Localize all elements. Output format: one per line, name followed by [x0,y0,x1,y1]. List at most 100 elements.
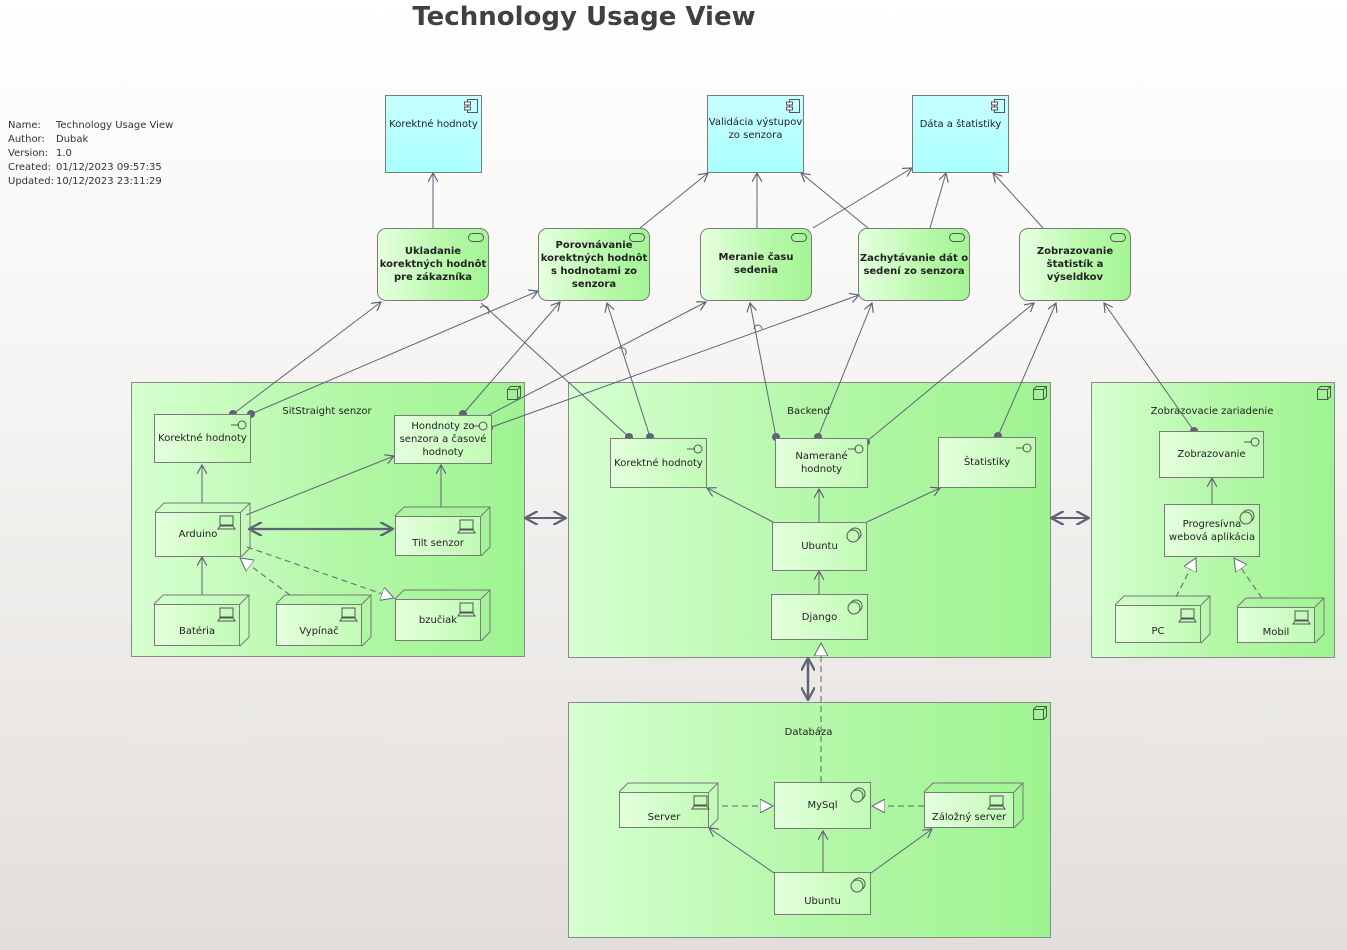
edge-arduino-to-buzzer [246,546,394,598]
service-label: Korektné hodnoty [389,119,478,130]
node-icon [1033,706,1047,720]
function-icon [791,233,807,242]
component-label: Namerané hodnoty [795,451,848,475]
line-hop [479,305,490,315]
node-buzzer[interactable]: bzučiak [395,599,481,641]
sensor-correct-values[interactable]: Korektné hodnoty [154,414,251,463]
group-label-database: Databáza [784,727,833,738]
function-label: Zobrazovanie štatistík a výseldkov [1036,246,1114,283]
function-icon [468,233,484,242]
node-server[interactable]: Server [619,792,709,828]
service-correct-values[interactable]: Korektné hodnoty [385,95,482,173]
service-data-statistics[interactable]: Dáta a štatistiky [912,95,1009,173]
group-label-backend: Backend [787,406,830,417]
backend-measured-values[interactable]: Namerané hodnoty [775,438,868,488]
meta-value-author: Dubak [56,134,89,145]
edge-switch-to-arduino [240,558,291,596]
sensor-values-time[interactable]: Hondnoty zo senzora a časové hodnoty [394,415,492,464]
function-capture-sensor-data[interactable]: Zachytávanie dát o sedení zo senzora [858,228,970,301]
function-icon [629,233,645,242]
service-sensor-validation[interactable]: Validácia výstupov zo senzora [707,95,804,173]
edge-compare-to-validation [639,173,708,229]
meta-value-updated: 10/12/2023 23:11:29 [56,176,162,187]
meta-key-author: Author: [8,134,45,145]
group-label-display: Zobrazovacie zariadenie [1150,406,1274,417]
component-icon [991,99,1005,113]
backend-ubuntu[interactable]: Ubuntu [772,522,867,571]
backend-correct-values[interactable]: Korektné hodnoty [610,438,707,488]
node-switch[interactable]: Vypínač [276,604,362,646]
edge-backend-measured-to-show [865,303,1034,443]
edge-ubuntu-to-stats [866,488,940,523]
node-mysql[interactable]: MySql [774,782,871,829]
component-icon [786,99,800,113]
edge-backend-correct-to-compare [607,303,651,438]
backend-statistics[interactable]: Štatistiky [938,437,1036,488]
edge-capture-to-validation [801,173,869,229]
component-icon [464,99,478,113]
service-label: Validácia výstupov zo senzora [708,117,803,141]
component-label: Hondnoty zo senzora a časové hodnoty [399,421,487,458]
function-measure-sitting-time[interactable]: Meranie času sedenia [700,228,812,301]
node-pc[interactable]: PC [1115,605,1201,643]
node-arduino[interactable]: Arduino [155,512,241,557]
node-label: Server [647,811,681,823]
function-save-correct-values[interactable]: Ukladanie korektných hodnôt pre zákazník… [377,228,489,301]
node-battery[interactable]: Batéria [154,604,240,646]
function-label: Zachytávanie dát o sedení zo senzora [859,252,969,277]
edge-arduino-to-values [245,456,394,516]
diagram-metadata: Name:Technology Usage View Author:Dubak … [8,119,173,189]
edge-dbubuntu-to-backup [870,829,932,874]
edge-show-to-stats [993,173,1044,229]
line-hop [618,347,627,356]
service-label: Dáta a štatistiky [919,119,1002,130]
component-label: Korektné hodnoty [614,457,703,469]
component-label: Zobrazovanie [1177,449,1246,460]
component-label: Korektné hodnoty [158,433,247,444]
function-show-statistics[interactable]: Zobrazovanie štatistík a výseldkov [1019,228,1131,301]
node-label: bzučiak [418,614,458,626]
meta-key-created: Created: [8,162,51,173]
meta-key-name: Name: [8,120,41,131]
node-icon [1033,386,1047,400]
node-label: Tilt senzor [412,537,464,549]
system-software-icon [850,787,866,803]
function-label: Ukladanie korektných hodnôt pre zákazník… [379,246,487,283]
function-icon [1110,233,1126,242]
interface-icon [1244,437,1260,447]
node-progressive-web-app[interactable]: Progresívna webová aplikácia [1164,504,1260,557]
node-label: Záložný server [931,811,1007,823]
meta-key-updated: Updated: [8,176,54,187]
edge-backend-stats-to-show [997,303,1056,437]
database-ubuntu[interactable]: Ubuntu [774,872,871,915]
edge-backend-measured-to-capture [817,303,872,438]
edge-capture-to-stats [929,173,946,229]
node-label: MySql [807,800,838,811]
edge-backend-correct-to-save [480,302,630,438]
edge-pc-to-pwa [1175,558,1196,598]
backend-django[interactable]: Django [771,594,868,640]
node-backup-server[interactable]: Záložný server [924,792,1014,828]
interface-icon [472,421,488,431]
edge-sensor-values-to-capture [488,295,859,429]
node-icon [1317,386,1331,400]
edge-sensor-values-to-compare [462,302,560,415]
meta-value-name: Technology Usage View [56,120,174,131]
edge-backend-measured-to-measure [750,303,777,438]
component-label: Štatistiky [963,457,1011,468]
edge-display-to-show [1104,303,1195,432]
node-label: Vypínač [299,625,339,637]
function-compare-values[interactable]: Porovnávanie korektných hodnôt s hodnota… [538,228,650,301]
interface-icon [231,420,247,430]
display-component[interactable]: Zobrazovanie [1159,431,1264,478]
interface-icon [1016,443,1032,453]
node-tilt-sensor[interactable]: Tilt senzor [395,516,481,556]
interface-icon [687,444,703,454]
node-label: PC [1151,625,1165,637]
node-mobile[interactable]: Mobil [1237,607,1315,643]
function-icon [949,233,965,242]
edge-mobile-to-pwa [1234,558,1263,599]
system-software-icon [847,599,863,615]
node-icon [507,386,521,400]
edge-sensor-correct-to-save [232,302,381,415]
